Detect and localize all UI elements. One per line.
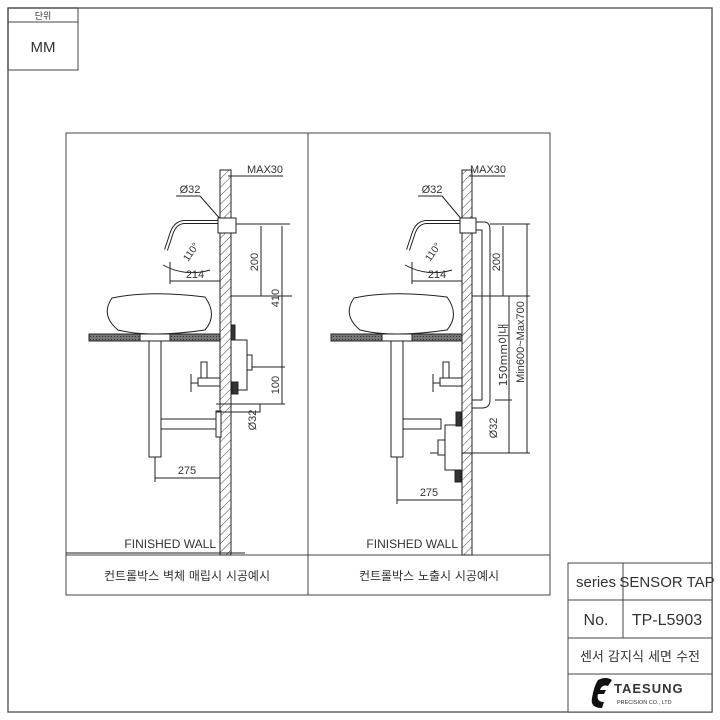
angle-valve <box>439 377 463 387</box>
unit-box: 단위 MM <box>7 7 79 71</box>
max-label: MAX30 <box>247 164 283 176</box>
spout-height-label: 200 <box>491 253 503 271</box>
drain-offset-label: 275 <box>178 465 196 477</box>
diagram-embedded-install: MAX30 Ø32 110° 214 200 410 100 275 <box>66 164 292 556</box>
finished-wall <box>461 169 473 556</box>
company-name: TAESUNG <box>614 681 684 696</box>
panel-caption-embedded: 컨트롤박스 벽체 매립시 시공예시 <box>104 569 270 583</box>
spout-height-label: 200 <box>249 253 261 271</box>
reach-label: 214 <box>186 269 204 281</box>
angle-valve <box>197 377 221 387</box>
series-value: SENSOR TAP <box>619 574 714 591</box>
control-box <box>444 424 463 471</box>
box-height-label: 100 <box>270 376 282 394</box>
number-label: No. <box>584 612 609 629</box>
sheet-border <box>7 7 713 713</box>
company-logo: TAESUNG PRECISION CO., LTD <box>591 678 684 708</box>
basin <box>106 293 212 335</box>
drain-dia-label: Ø32 <box>488 418 500 439</box>
title-block: series SENSOR TAP No. TP-L5903 센서 감지식 세면… <box>567 562 715 713</box>
angle-label: 110° <box>181 241 201 264</box>
unit-header: 단위 <box>35 11 52 22</box>
flange <box>217 217 237 234</box>
panels-frame: 컨트롤박스 벽체 매립시 시공예시 컨트롤박스 노출시 시공예시 <box>65 132 551 596</box>
drain-pipe <box>390 340 404 458</box>
total-range-label: Min600~Max700 <box>515 301 527 383</box>
finished-wall-label: FINISHED WALL <box>124 537 216 551</box>
basin <box>348 293 454 335</box>
series-label: series <box>576 574 616 591</box>
product-description: 센서 감지식 세면 수전 <box>580 650 700 665</box>
pipe-dia-label: Ø32 <box>180 184 201 196</box>
panel-caption-exposed: 컨트롤박스 노출시 시공예시 <box>359 569 499 583</box>
diagram-exposed-install: MAX30 Ø32 110° 214 200 150mm이내 Min600~Ma… <box>330 164 530 556</box>
angle-label: 110° <box>423 241 443 264</box>
flange <box>459 217 477 234</box>
drain-offset-label: 275 <box>420 487 438 499</box>
reach-label: 214 <box>428 269 446 281</box>
drain-pipe <box>148 340 162 458</box>
box-range-label: 150mm이내 <box>497 324 510 387</box>
max-label: MAX30 <box>470 164 506 176</box>
drain-dia-label: Ø32 <box>247 410 259 431</box>
company-subtitle: PRECISION CO., LTD <box>617 700 672 706</box>
unit-value: MM <box>31 39 56 56</box>
pipe-dia-label: Ø32 <box>422 184 443 196</box>
exposed-pipe <box>472 221 491 409</box>
number-value: TP-L5903 <box>632 612 702 629</box>
logo-mark <box>591 678 612 708</box>
total-height-label: 410 <box>270 289 282 307</box>
finished-wall-label: FINISHED WALL <box>366 537 458 551</box>
